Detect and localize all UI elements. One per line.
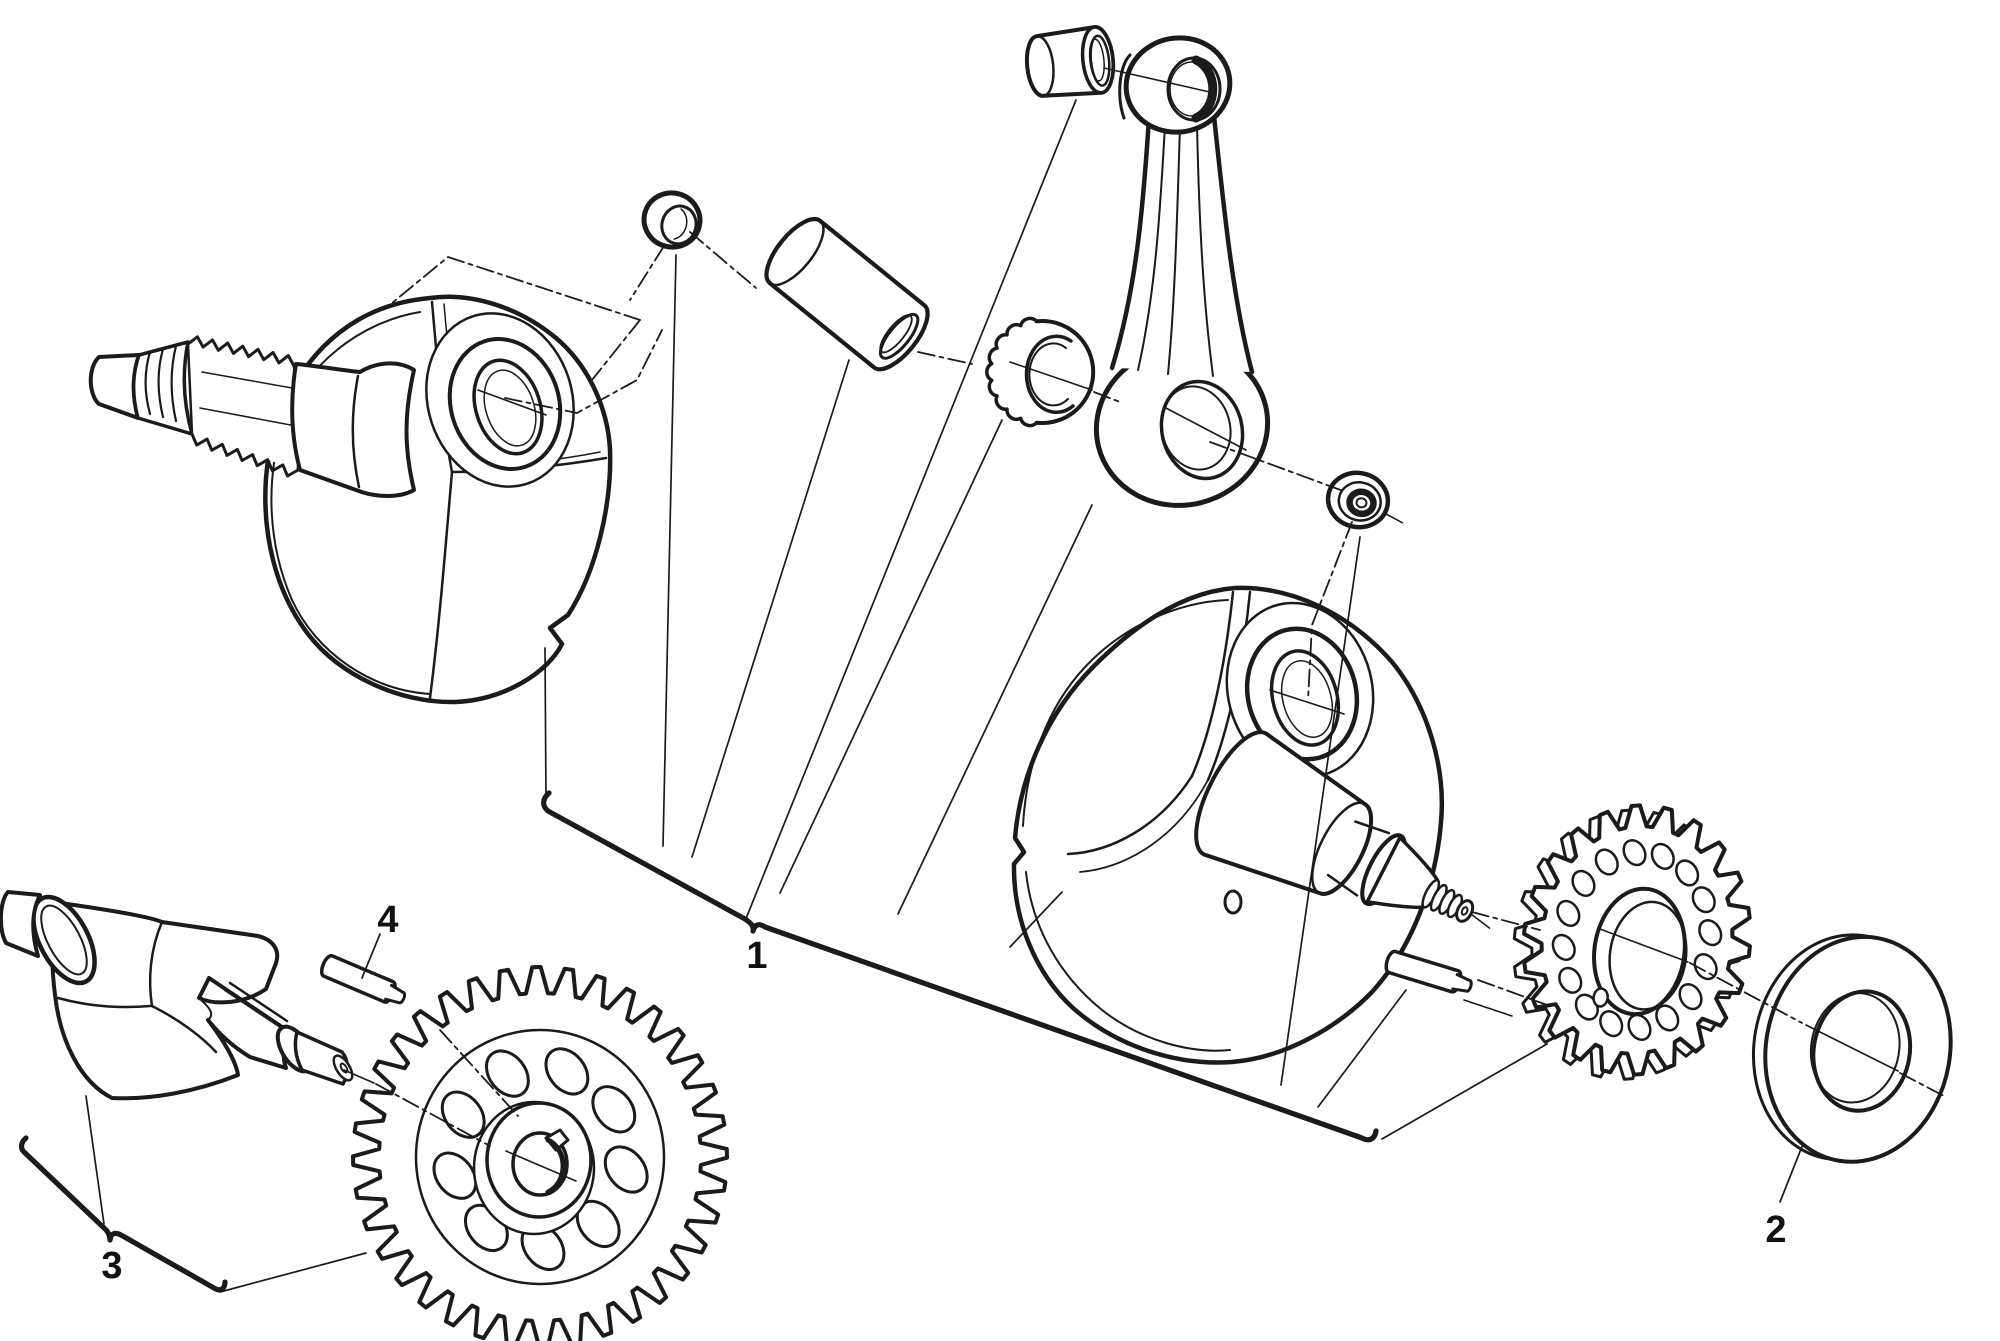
balance-shaft-stub [0, 890, 42, 958]
assembly-centerlines [343, 67, 1945, 1182]
callout-label-2: 2 [1765, 1209, 1786, 1251]
leader-pin4 [361, 933, 381, 979]
sprocket-holes [1551, 839, 1723, 1041]
crank-pin-plug-left [641, 190, 703, 250]
primary-sprocket [1512, 803, 1752, 1081]
balance-shaft [0, 890, 354, 1101]
piston-pin [764, 217, 930, 372]
crank-pin-plug-right [1325, 470, 1404, 530]
big-end-needle-bearing [985, 316, 1096, 428]
callout-bracket-1 [541, 790, 1379, 1143]
needle-rollers [985, 316, 1039, 428]
leader-lines [85, 99, 1804, 1293]
balance-shaft-body [50, 901, 290, 1101]
web-dot-hole [1223, 889, 1243, 915]
left-shaft-tip [88, 353, 141, 420]
sprocket-bore [1592, 886, 1687, 1017]
callout-label-1: 1 [746, 935, 767, 977]
connecting-rod [1093, 35, 1271, 508]
gear-dowel-pin [319, 953, 407, 1005]
callout-bracket-3 [18, 1135, 228, 1293]
leader-washer [1779, 1143, 1804, 1203]
right-shaft [1194, 730, 1491, 929]
left-crankshaft-half [88, 294, 613, 705]
small-end-bushing [1024, 25, 1116, 98]
balancer-gear [351, 965, 729, 1341]
washer-hole [1811, 989, 1913, 1113]
sprocket-dowel-pin [1384, 949, 1473, 994]
callout-label-3: 3 [101, 1245, 122, 1287]
thrust-washer [1751, 933, 1953, 1164]
balancer-gear-holes [432, 1047, 649, 1272]
callout-label-4: 4 [377, 899, 398, 941]
